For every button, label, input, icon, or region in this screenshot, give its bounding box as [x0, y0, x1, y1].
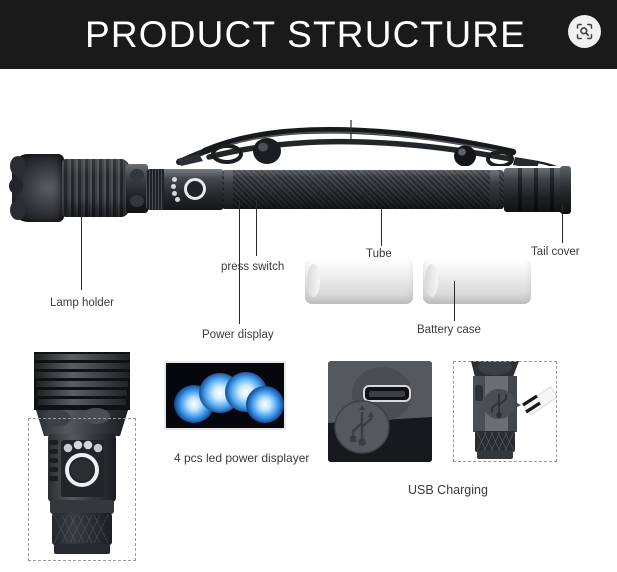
tail-end-cap [560, 166, 571, 214]
leader-press-switch [256, 200, 257, 256]
leader-tail-cover [562, 205, 563, 243]
label-lamp-holder: Lamp holder [50, 297, 114, 309]
lamp-bezel [9, 154, 64, 222]
usb-cable-selection-border [453, 361, 557, 462]
leader-battery-case [454, 281, 455, 321]
leader-power-display [239, 200, 240, 324]
head-ring [126, 164, 148, 213]
led-indicator-1 [172, 177, 177, 182]
switch-closeup-selection-border [28, 418, 136, 561]
page-title: PRODUCT STRUCTURE [84, 13, 527, 55]
tube-band-left [224, 170, 233, 209]
lens-scan-glyph [576, 23, 593, 40]
tail-cap [504, 168, 568, 212]
power-switch-button[interactable] [184, 178, 206, 200]
knurled-tube [222, 170, 504, 209]
label-power-display: Power display [202, 329, 274, 341]
lanyard-strap [175, 118, 575, 176]
caption-usb-charging: USB Charging [408, 483, 488, 497]
led-indicator-3 [172, 191, 177, 196]
led-blob-4 [246, 386, 284, 423]
led-power-display-photo [164, 361, 286, 430]
battery-case-1 [305, 259, 413, 304]
leader-tube [381, 208, 382, 246]
lens-scan-icon[interactable] [568, 15, 601, 48]
switch-barrel [146, 169, 224, 210]
switch-closeup-photo [28, 352, 136, 562]
header-bar: PRODUCT STRUCTURE [0, 0, 617, 69]
label-tail-cover: Tail cover [531, 246, 580, 258]
switch-knurl [146, 169, 164, 210]
caption-led-power-displayer: 4 pcs led power displayer [174, 451, 310, 465]
led-indicator-2 [171, 184, 176, 189]
battery-case-2 [423, 259, 531, 304]
usb-cable-plugin-photo [453, 361, 557, 462]
cooling-fins [62, 159, 129, 217]
tube-band-right [490, 170, 499, 209]
label-tube: Tube [366, 248, 392, 260]
led-indicator-4 [175, 197, 180, 202]
label-press-switch: press switch [221, 261, 285, 273]
label-battery-case: Battery case [417, 324, 481, 336]
usb-port-closeup-photo [328, 361, 432, 462]
flashlight-diagram [9, 148, 582, 228]
leader-lamp-holder [81, 208, 82, 290]
